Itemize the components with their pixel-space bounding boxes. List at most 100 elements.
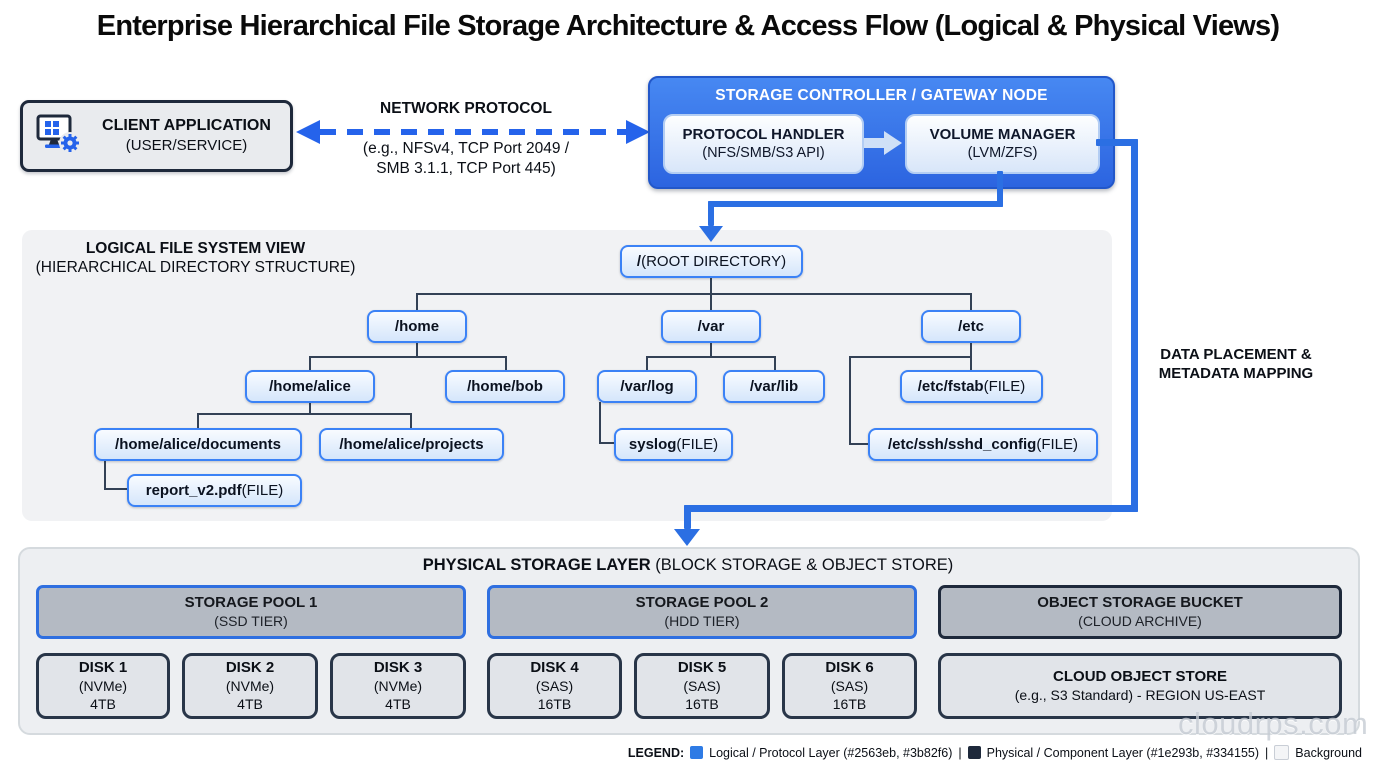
disk-2: DISK 2 (NVMe) 4TB [182,653,318,719]
client-subtitle: (USER/SERVICE) [125,137,248,154]
node-home: /home [367,310,467,343]
data-placement-label: DATA PLACEMENT & METADATA MAPPING [1145,345,1327,383]
tree-connector [849,443,869,445]
tree-connector [309,402,311,415]
cloud-object-store-title: CLOUD OBJECT STORE [1053,668,1227,685]
node-syslog: syslog (FILE) [614,428,733,461]
vm-to-physical-arrowhead-icon [674,529,700,546]
tree-connector [416,293,418,310]
network-dashed-line [320,129,628,135]
tree-connector [309,356,507,358]
disk-2-type: (NVMe) [225,678,275,694]
tree-connector [774,356,776,370]
disk-3-name: DISK 3 [373,659,423,676]
storage-pool-2-subtitle: (HDD TIER) [664,613,740,629]
tree-connector [416,293,972,295]
disk-6: DISK 6 (SAS) 16TB [782,653,917,719]
disk-3-type: (NVMe) [373,678,423,694]
tree-connector [710,293,712,310]
client-application-box: CLIENT APPLICATION (USER/SERVICE) [20,100,293,172]
network-detail-line1: (e.g., NFSv4, TCP Port 2049 / [362,140,570,157]
disk-1: DISK 1 (NVMe) 4TB [36,653,170,719]
tree-connector [505,356,507,370]
legend-physical-text: Physical / Component Layer (#1e293b, #33… [986,745,1260,760]
node-root: / (ROOT DIRECTORY) [620,245,803,278]
data-placement-line1: DATA PLACEMENT & [1160,346,1312,363]
disk-5: DISK 5 (SAS) 16TB [634,653,770,719]
node-home-alice: /home/alice [245,370,375,403]
vm-to-physical-connector-h1 [1096,139,1138,146]
data-placement-line2: METADATA MAPPING [1158,365,1314,382]
tree-connector [599,442,615,444]
disk-4-name: DISK 4 [530,659,579,676]
node-sshd-config-suffix: (FILE) [1036,436,1079,453]
node-var-log: /var/log [597,370,697,403]
node-sshd-config: /etc/ssh/sshd_config (FILE) [868,428,1098,461]
tree-connector [710,278,712,295]
node-syslog-suffix: (FILE) [676,436,719,453]
storage-pool-2-title: STORAGE POOL 2 [635,594,769,611]
tree-connector [970,356,972,370]
disk-2-size: 4TB [237,696,263,712]
vm-to-root-arrowhead-icon [699,226,723,242]
legend-logical-swatch-icon [690,746,704,759]
logical-view-title: LOGICAL FILE SYSTEM VIEW (HIERARCHICAL D… [28,239,363,277]
node-home-label: /home [394,318,440,335]
node-report-pdf-label: report_v2.pdf [145,482,242,499]
disk-5-size: 16TB [685,696,719,712]
node-var-lib-label: /var/lib [749,378,799,395]
disk-6-size: 16TB [832,696,867,712]
storage-pool-2: STORAGE POOL 2 (HDD TIER) [487,585,917,639]
node-var: /var [661,310,761,343]
vm-to-root-connector-v2 [708,201,714,226]
node-alice-projects-label: /home/alice/projects [339,436,484,453]
client-device-icon [35,113,83,160]
tree-connector [970,293,972,310]
disk-5-name: DISK 5 [677,659,727,676]
volume-manager-subtitle: (LVM/ZFS) [967,145,1038,161]
node-alice-documents: /home/alice/documents [94,428,302,461]
cloud-object-store-subtitle: (e.g., S3 Standard) - REGION US-EAST [1014,687,1266,703]
node-report-pdf: report_v2.pdf (FILE) [127,474,302,507]
node-etc-label: /etc [958,318,984,335]
vm-to-physical-connector-v [1131,139,1138,512]
disk-4-size: 16TB [537,696,572,712]
vm-to-physical-connector-h2 [684,505,1138,512]
handler-to-volume-arrowhead-icon [884,131,902,155]
disk-5-type: (SAS) [683,678,721,694]
tree-connector [710,343,712,358]
storage-pool-1-subtitle: (SSD TIER) [214,613,288,629]
node-alice-documents-label: /home/alice/documents [115,436,281,453]
volume-manager-box: VOLUME MANAGER (LVM/ZFS) [905,114,1100,174]
protocol-handler-box: PROTOCOL HANDLER (NFS/SMB/S3 API) [663,114,864,174]
disk-1-name: DISK 1 [78,659,128,676]
legend-label: LEGEND: [627,745,685,760]
tree-connector [416,343,418,358]
diagram-title: Enterprise Hierarchical File Storage Arc… [96,10,1280,42]
node-var-label: /var [697,318,725,335]
node-syslog-label: syslog [628,436,677,453]
node-etc-fstab: /etc/fstab (FILE) [900,370,1043,403]
legend-separator: | [1265,745,1269,760]
watermark: cloudrps.com [1178,706,1369,741]
disk-6-name: DISK 6 [825,659,874,676]
tree-connector [197,413,199,428]
node-home-bob-label: /home/bob [467,378,543,395]
legend-logical-text: Logical / Protocol Layer (#2563eb, #3b82… [709,745,953,760]
network-protocol-label: NETWORK PROTOCOL [380,100,552,117]
tree-connector [849,356,972,358]
vm-to-root-connector-v1 [997,171,1003,207]
volume-manager-title: VOLUME MANAGER [929,126,1076,143]
tree-connector [104,488,128,490]
tree-connector [646,356,776,358]
legend-separator: | [958,745,962,760]
network-arrowhead-right-icon [626,120,650,144]
node-root-suffix: (ROOT DIRECTORY) [641,253,787,270]
legend-physical-swatch-icon [967,746,981,759]
logical-title-line2: (HIERARCHICAL DIRECTORY STRUCTURE) [35,259,356,276]
vm-to-root-connector-h [708,201,1003,207]
node-alice-projects: /home/alice/projects [319,428,504,461]
disk-4-type: (SAS) [535,678,574,694]
vm-to-physical-connector-v2 [684,505,691,529]
legend-background-swatch-icon [1274,745,1290,760]
